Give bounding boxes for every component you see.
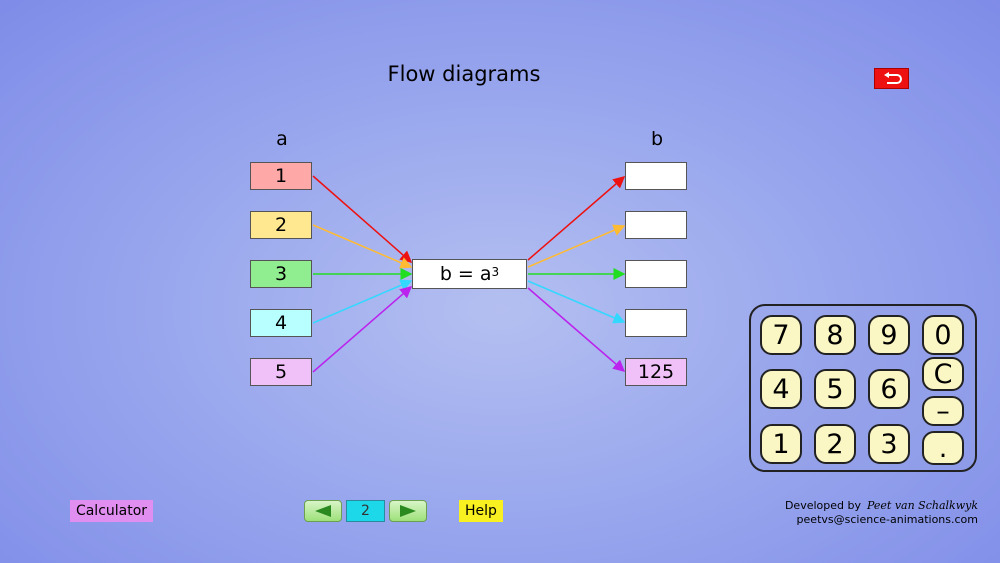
key-4[interactable]: 4 <box>760 369 802 409</box>
arrow-out-5 <box>527 287 626 372</box>
input-box-4: 4 <box>250 309 312 337</box>
arrow-in-2 <box>312 224 413 269</box>
key-minus[interactable]: – <box>922 396 964 427</box>
developer-line: Developed by Peet van Schalkwyk <box>760 499 978 513</box>
calculator-button[interactable]: Calculator <box>70 500 153 522</box>
arrow-in-4 <box>312 279 413 324</box>
key-6[interactable]: 6 <box>868 369 910 409</box>
back-button[interactable] <box>874 68 909 89</box>
formula-text: b = a <box>439 263 492 285</box>
key-2[interactable]: 2 <box>814 424 856 464</box>
key-9[interactable]: 9 <box>868 315 910 355</box>
arrow-in-5 <box>312 286 413 373</box>
contact-email: peetvs@science-animations.com <box>796 513 978 526</box>
formula-exponent: 3 <box>491 265 500 279</box>
input-box-3: 3 <box>250 260 312 288</box>
key-decimal[interactable]: . <box>922 431 964 465</box>
number-keypad: 7 8 9 0 4 5 6 C – 1 2 3 . <box>749 304 977 472</box>
key-7[interactable]: 7 <box>760 315 802 355</box>
arrow-out-4 <box>527 280 626 324</box>
developed-by-label: Developed by <box>784 499 861 512</box>
return-arrow-icon <box>883 71 902 84</box>
key-1[interactable]: 1 <box>760 424 802 464</box>
page-title: Flow diagrams <box>387 62 541 86</box>
output-box-5[interactable]: 125 <box>625 358 687 386</box>
next-page-button[interactable] <box>389 500 427 522</box>
left-triangle-icon <box>315 505 331 517</box>
output-box-2[interactable] <box>625 211 687 239</box>
output-box-3[interactable] <box>625 260 687 288</box>
input-box-1: 1 <box>250 162 312 190</box>
output-box-1[interactable] <box>625 162 687 190</box>
credits: Developed by Peet van Schalkwyk peetvs@sc… <box>760 499 978 527</box>
key-8[interactable]: 8 <box>814 315 856 355</box>
arrow-out-1 <box>527 176 626 261</box>
key-clear[interactable]: C <box>922 357 964 391</box>
previous-page-button[interactable] <box>304 500 342 522</box>
key-3[interactable]: 3 <box>868 424 910 464</box>
help-button[interactable]: Help <box>459 500 503 522</box>
author-name: Peet van Schalkwyk <box>866 499 978 512</box>
output-column-header: b <box>650 128 664 150</box>
key-5[interactable]: 5 <box>814 369 856 409</box>
arrow-out-2 <box>527 224 626 268</box>
input-box-5: 5 <box>250 358 312 386</box>
arrow-in-1 <box>312 175 413 263</box>
input-box-2: 2 <box>250 211 312 239</box>
page-number: 2 <box>346 500 385 522</box>
right-triangle-icon <box>400 505 416 517</box>
output-box-4[interactable] <box>625 309 687 337</box>
input-column-header: a <box>276 128 288 150</box>
key-0[interactable]: 0 <box>922 315 964 355</box>
